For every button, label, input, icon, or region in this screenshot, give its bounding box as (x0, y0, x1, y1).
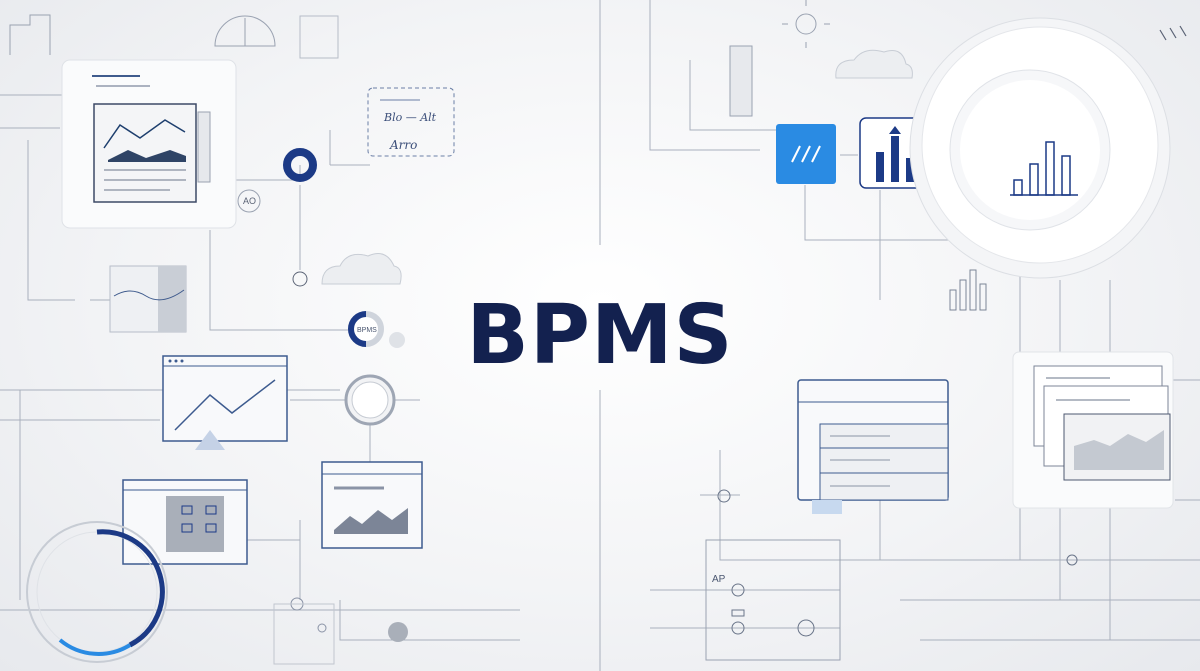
sketch-line-1: Blo — Alt (383, 111, 437, 124)
cloud-icon (321, 253, 402, 285)
cloud-right-icon (835, 49, 913, 79)
area-chart-card-icon (1012, 351, 1174, 509)
disc-bar-chart-icon (909, 17, 1171, 279)
flow-tag-label: AP (712, 574, 726, 585)
hatch-icon (1159, 25, 1187, 41)
ring-node-icon (283, 148, 317, 182)
gear-icon (729, 0, 830, 117)
mini-chart-icon (109, 265, 187, 333)
small-node-icon (292, 271, 308, 287)
progress-ring-icon (26, 521, 168, 663)
stacked-window-icon (797, 379, 949, 514)
area-window-icon (321, 461, 423, 549)
donut-tag-label: BPMS (357, 327, 377, 334)
sketch-box (367, 87, 455, 157)
protractor-icon (9, 14, 339, 59)
document-chart-icon (61, 59, 237, 229)
analytics-tile-icon (776, 124, 836, 184)
flow-nodes-right (705, 489, 1078, 661)
mini-bars-icon (949, 269, 987, 311)
doc-tag-circle (237, 189, 261, 213)
chart-window-icon (162, 355, 288, 450)
sketch-line-2: Arro (389, 138, 417, 152)
doc-tag-label: AO (243, 196, 256, 206)
half-donut-icon: BPMS (348, 311, 405, 348)
page-title: BPMS (466, 288, 734, 383)
bottom-left-nodes (273, 597, 408, 665)
